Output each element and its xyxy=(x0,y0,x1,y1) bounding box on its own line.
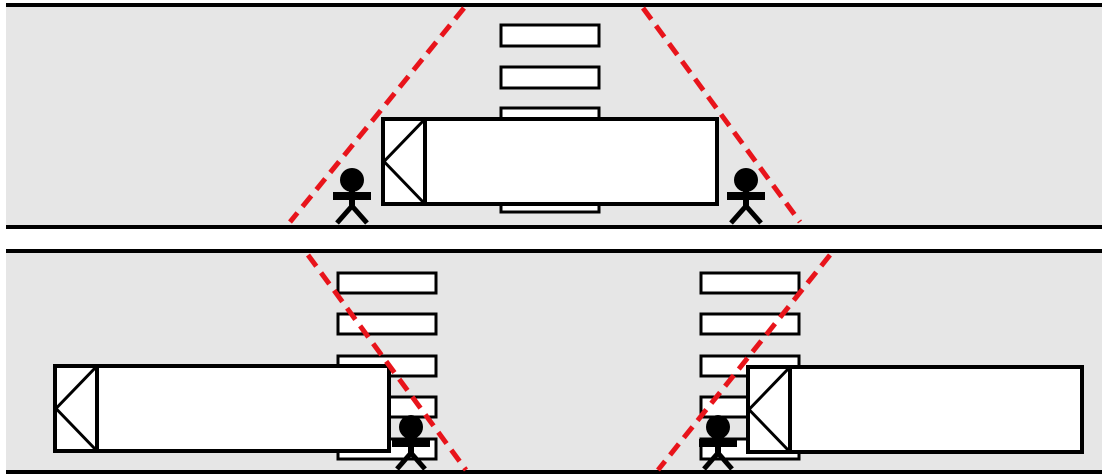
crosswalk-stripe xyxy=(701,314,799,334)
pedestrian-head xyxy=(399,415,423,439)
truck-trailer xyxy=(790,367,1082,452)
crosswalk-stripe xyxy=(701,273,799,293)
crosswalk-stripe xyxy=(501,67,599,88)
crosswalk-stripe xyxy=(338,273,436,293)
truck-left xyxy=(55,366,389,451)
pedestrian-arms xyxy=(392,439,430,447)
truck-trailer xyxy=(97,366,389,451)
truck-cab xyxy=(748,367,790,452)
pedestrian-arms xyxy=(333,192,371,200)
top-scene xyxy=(6,5,1102,227)
truck-right xyxy=(748,367,1082,452)
truck-trailer xyxy=(425,119,717,204)
pedestrian-head xyxy=(734,168,758,192)
truck-cab xyxy=(55,366,97,451)
pedestrian-arms xyxy=(727,192,765,200)
pedestrian-head xyxy=(340,168,364,192)
pedestrian-head xyxy=(706,415,730,439)
bottom-scene xyxy=(6,251,1102,473)
truck xyxy=(383,119,717,204)
truck-cab xyxy=(383,119,425,204)
pedestrian-arms xyxy=(699,439,737,447)
crosswalk-stripe xyxy=(501,25,599,46)
